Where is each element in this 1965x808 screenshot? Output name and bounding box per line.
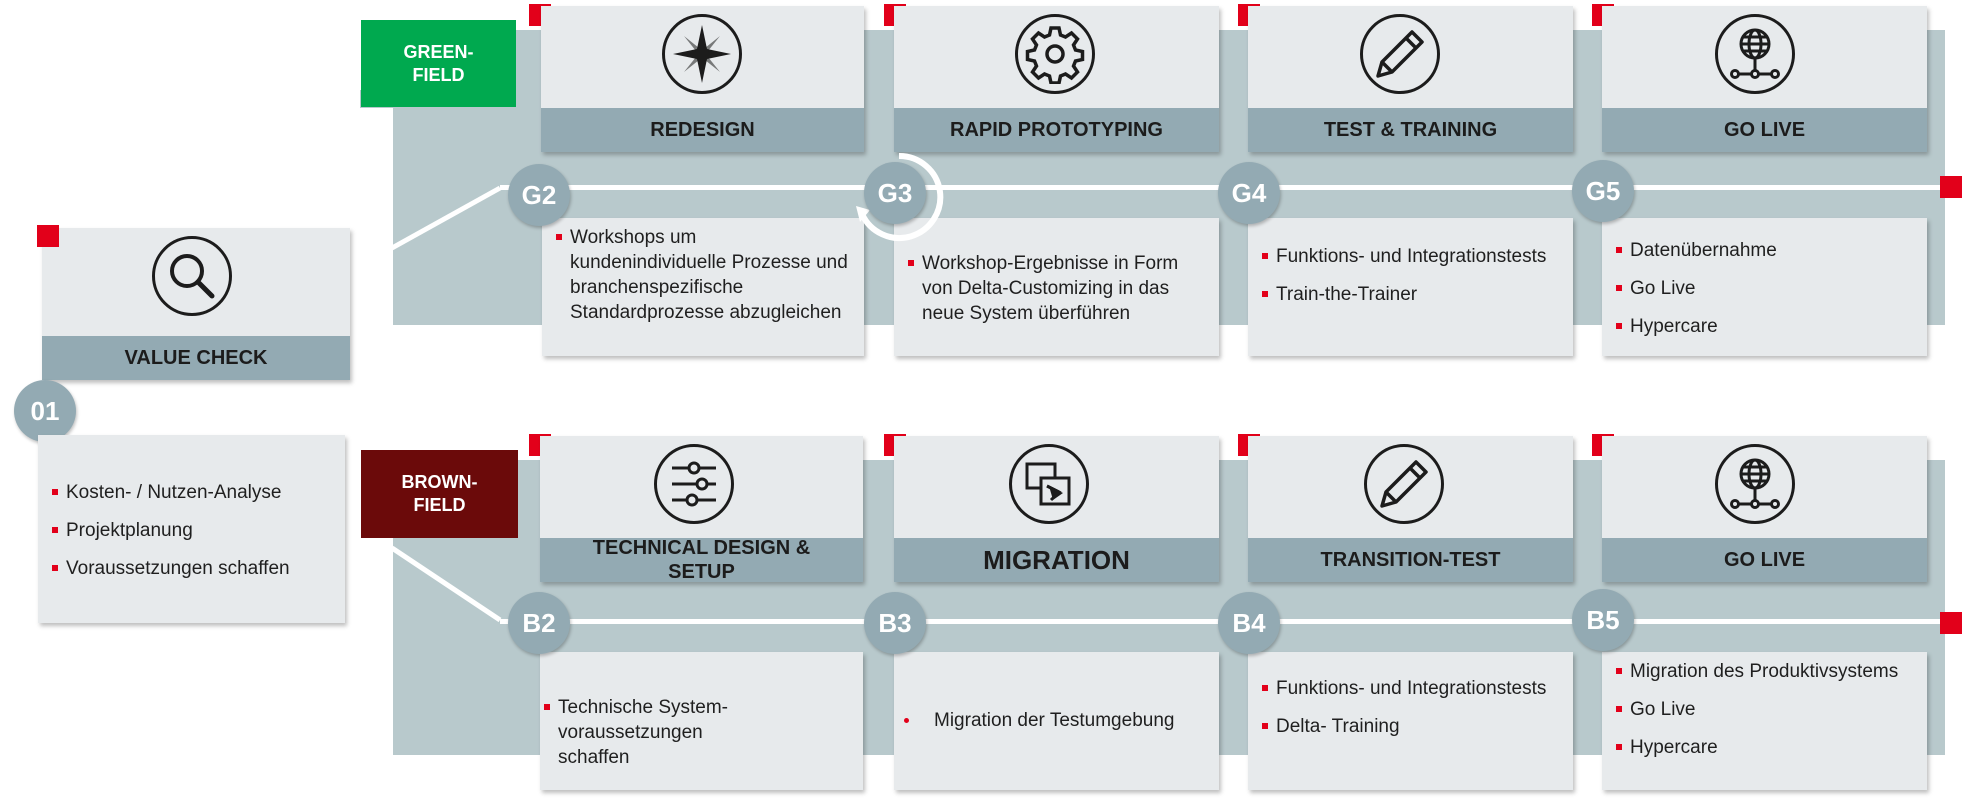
compass-icon — [662, 14, 742, 94]
phase-body-g3: Workshop-Ergebnisse in Form von Delta-Cu… — [894, 218, 1219, 356]
pencil-icon — [1360, 14, 1440, 94]
list-item: Go Live — [1616, 276, 1916, 301]
globe-network-icon — [1715, 444, 1795, 524]
phase-title-g4: TEST & TRAINING — [1248, 108, 1573, 152]
globe-network-icon — [1715, 14, 1795, 94]
greenfield-end-marker — [1940, 176, 1962, 198]
node-g2: G2 — [508, 164, 570, 226]
node-b4: B4 — [1218, 592, 1280, 654]
brownfield-end-marker — [1940, 612, 1962, 634]
value-check-header: VALUE CHECK — [42, 228, 350, 380]
brownfield-tag-label: BROWN- FIELD — [401, 472, 478, 515]
value-check-marker — [37, 225, 59, 247]
phase-title-b4: TRANSITION-TEST — [1248, 538, 1573, 582]
phase-title-g2: REDESIGN — [541, 108, 864, 152]
phase-body-g2: Workshops um kundenindividuelle Prozesse… — [542, 218, 864, 356]
phase-header-g3: RAPID PROTOTYPING — [894, 6, 1219, 152]
brownfield-tag: BROWN- FIELD — [361, 450, 518, 538]
list-item: Voraussetzungen schaffen — [52, 556, 332, 581]
phase-body-b2: Technische System-voraussetzungen schaff… — [540, 652, 863, 790]
phase-header-b5: GO LIVE — [1602, 436, 1927, 582]
phase-body-g5: Datenübernahme Go Live Hypercare — [1602, 218, 1927, 356]
gear-icon — [1015, 14, 1095, 94]
greenfield-tag-label: GREEN- FIELD — [403, 41, 474, 85]
list-item: Delta- Training — [1262, 714, 1562, 739]
node-g4: G4 — [1218, 162, 1280, 224]
phase-title-g3: RAPID PROTOTYPING — [894, 108, 1219, 152]
list-item: Hypercare — [1616, 735, 1916, 760]
phase-body-g4: Funktions- und Integrationstests Train-t… — [1248, 218, 1573, 356]
list-item: Migration des Produktivsystems — [1616, 659, 1916, 684]
list-item: Technische System-voraussetzungen schaff… — [544, 695, 774, 770]
migration-icon — [1009, 444, 1089, 524]
node-b3: B3 — [864, 592, 926, 654]
phase-title-b3: MIGRATION — [894, 538, 1219, 582]
list-item: Workshops um kundenindividuelle Prozesse… — [556, 225, 851, 325]
node-b5: B5 — [1572, 589, 1634, 651]
phase-title-b5: GO LIVE — [1602, 538, 1927, 582]
phase-header-g2: REDESIGN — [541, 6, 864, 152]
list-item: Migration der Testumgebung — [894, 708, 1214, 733]
phase-body-b5: Migration des Produktivsystems Go Live H… — [1602, 652, 1927, 790]
phase-header-b3: MIGRATION — [894, 436, 1219, 582]
node-b2: B2 — [508, 592, 570, 654]
list-item: Kosten- / Nutzen-Analyse — [52, 480, 332, 505]
list-item: Funktions- und Integrationstests — [1262, 244, 1562, 269]
pencil-icon — [1364, 444, 1444, 524]
sliders-icon — [654, 444, 734, 524]
list-item: Funktions- und Integrationstests — [1262, 676, 1562, 701]
phase-header-b2: TECHNICAL DESIGN & SETUP — [540, 436, 863, 583]
phase-body-b4: Funktions- und Integrationstests Delta- … — [1248, 652, 1573, 790]
cycle-ring — [856, 152, 944, 241]
connector-lines — [390, 185, 502, 623]
list-item: Workshop-Ergebnisse in Form von Delta-Cu… — [908, 251, 1208, 326]
list-item: Hypercare — [1616, 314, 1916, 339]
node-g3: G3 — [864, 162, 926, 224]
value-check-node: 01 — [14, 380, 76, 442]
value-check-body: Kosten- / Nutzen-Analyse Projektplanung … — [38, 435, 345, 623]
phase-header-b4: TRANSITION-TEST — [1248, 436, 1573, 582]
search-icon — [152, 236, 232, 316]
phase-title-b2: TECHNICAL DESIGN & SETUP — [540, 537, 863, 583]
list-item: Datenübernahme — [1616, 238, 1916, 263]
phase-title-g5: GO LIVE — [1602, 108, 1927, 152]
node-g5: G5 — [1572, 160, 1634, 222]
phase-header-g5: GO LIVE — [1602, 6, 1927, 152]
phase-body-b3: Migration der Testumgebung — [894, 652, 1219, 790]
phase-header-g4: TEST & TRAINING — [1248, 6, 1573, 152]
list-item: Train-the-Trainer — [1262, 282, 1562, 307]
greenfield-tag: GREEN- FIELD — [361, 20, 516, 107]
list-item: Go Live — [1616, 697, 1916, 722]
list-item: Projektplanung — [52, 518, 332, 543]
value-check-title: VALUE CHECK — [42, 336, 350, 380]
